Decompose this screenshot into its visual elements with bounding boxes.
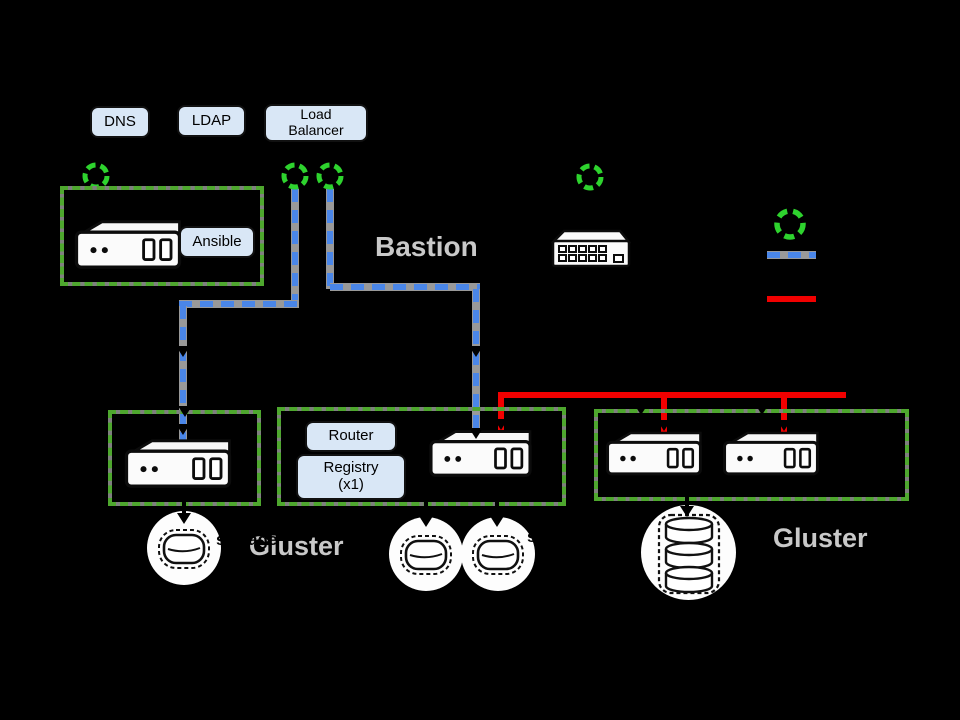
storage-label-left: Gluster <box>249 531 344 561</box>
chip-router-label: Router <box>328 427 374 445</box>
legend-red-line <box>767 296 816 302</box>
legend-ha-ring-icon <box>773 207 807 246</box>
switch-icon <box>551 228 631 270</box>
storage-label-right: Gluster <box>773 523 868 553</box>
chip-dns: DNS <box>90 106 150 138</box>
red-link-node2-v <box>781 396 787 432</box>
disk-note-middle: Docker storage <box>527 507 588 547</box>
connector-box-to-disk <box>495 502 499 518</box>
link-ansible-mid-v1 <box>326 189 334 289</box>
app-node-group-box <box>594 409 909 501</box>
ha-ring-icon <box>575 162 605 197</box>
bastion-group-box <box>60 186 264 286</box>
disk-note-middle-line1: Docker <box>527 507 585 526</box>
arrowhead <box>777 420 791 431</box>
chip-ansible-label: Ansible <box>192 232 242 250</box>
link-ansible-mid-v2 <box>472 289 480 429</box>
chip-load-balancer: Load Balancer <box>264 104 368 142</box>
link-ansible-left-v1 <box>291 189 299 307</box>
server-icon <box>122 437 234 489</box>
arrowhead <box>634 404 648 415</box>
link-ansible-left-v2 <box>179 306 187 444</box>
arrowhead <box>176 346 190 357</box>
disk-note-middle-line2: storage <box>527 527 589 546</box>
infra-node-group-box <box>277 407 566 506</box>
chip-ldap: LDAP <box>177 105 246 137</box>
ha-ring-icon <box>315 161 345 196</box>
server-icon <box>72 218 184 270</box>
chip-ansible: Ansible <box>179 226 255 258</box>
arrowhead <box>177 513 191 524</box>
disk-note-left-line2: storage <box>216 530 278 549</box>
disk-stack-icon <box>641 505 736 600</box>
arrowhead <box>176 424 190 435</box>
legend-blue-dashed-line <box>767 251 816 259</box>
disk-icon <box>147 511 221 585</box>
arrowhead <box>755 404 769 415</box>
red-link-node1-v <box>661 396 667 432</box>
arrowhead <box>657 420 671 431</box>
disk-icon <box>389 517 463 591</box>
disk-icon <box>461 517 535 591</box>
arrowhead <box>469 346 483 357</box>
arrowhead <box>469 428 483 439</box>
bastion-group-label: Bastion <box>375 231 478 262</box>
disk-note-left-line1: Docker <box>216 510 274 529</box>
red-link-infra-v <box>498 392 504 430</box>
chip-registry-label: Registry (x1) <box>323 459 379 493</box>
arrowhead <box>490 516 504 527</box>
chip-load-balancer-label: Load Balancer <box>288 106 344 138</box>
server-icon <box>722 428 820 478</box>
arrowhead <box>178 406 192 417</box>
chip-router: Router <box>305 421 397 452</box>
ha-ring-icon <box>280 161 310 196</box>
chip-registry: Registry (x1) <box>296 454 406 500</box>
connector-box-to-disk <box>424 502 428 518</box>
arrowhead <box>419 516 433 527</box>
arrowhead <box>494 419 508 430</box>
connector-box-to-disk <box>685 494 689 508</box>
red-link-h <box>498 392 846 398</box>
arrowhead <box>680 506 694 517</box>
disk-note-left: Docker storage <box>216 510 277 550</box>
link-ansible-left-h <box>179 300 299 308</box>
chip-dns-label: DNS <box>104 112 136 130</box>
link-ansible-mid-h <box>330 283 480 291</box>
server-icon <box>428 428 533 478</box>
server-icon <box>605 428 703 478</box>
chip-ldap-label: LDAP <box>191 111 232 129</box>
connector-box-to-disk <box>182 500 186 516</box>
